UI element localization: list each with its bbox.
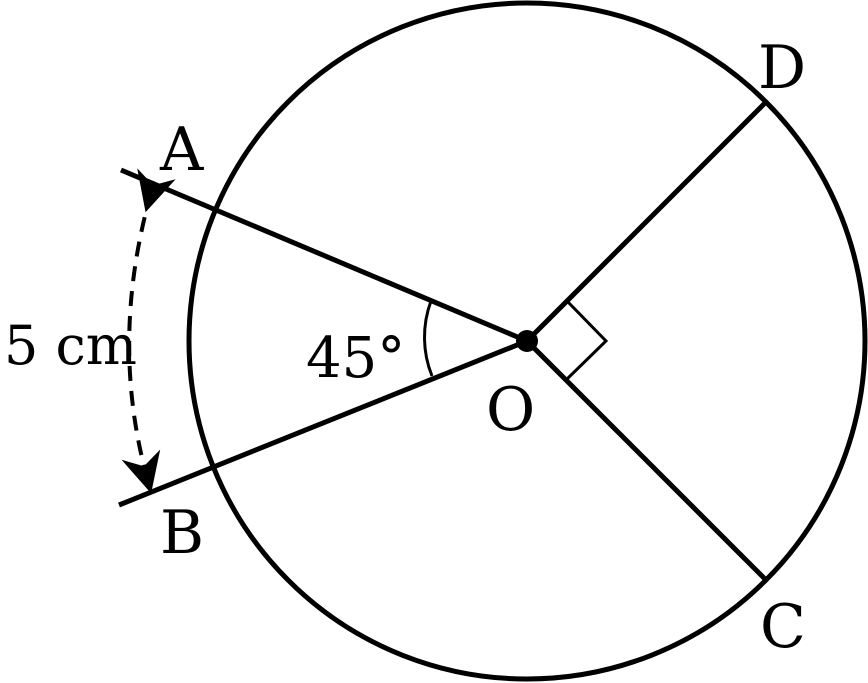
center-point-O bbox=[516, 330, 538, 352]
label-point-A: A bbox=[159, 115, 204, 185]
arc-length-label: 5 cm bbox=[4, 314, 137, 377]
label-point-B: B bbox=[160, 498, 204, 568]
label-point-C: C bbox=[760, 592, 806, 662]
label-point-O: O bbox=[486, 375, 535, 445]
label-point-D: D bbox=[758, 33, 806, 103]
length-arrow bbox=[121, 168, 176, 494]
line-OA bbox=[120, 167, 528, 344]
circle bbox=[186, 0, 868, 682]
line-OB bbox=[118, 338, 528, 508]
line-OD bbox=[525, 100, 768, 343]
angle-label: 45° bbox=[306, 326, 405, 391]
line-OC bbox=[525, 339, 768, 582]
right-angle-marker bbox=[564, 299, 609, 382]
angle-arc-AOB bbox=[423, 300, 434, 377]
